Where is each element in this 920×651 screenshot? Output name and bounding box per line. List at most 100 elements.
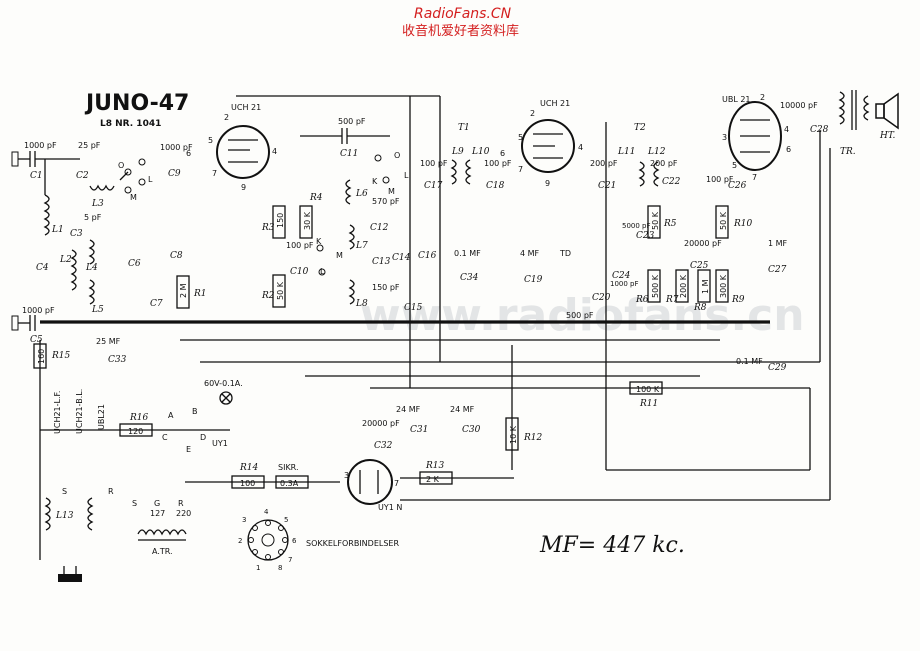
v1-pin-2: 2 <box>224 113 229 122</box>
resistor-r11 <box>629 381 663 395</box>
socket-pin-6: 6 <box>292 537 297 545</box>
l4-label: L4 <box>85 263 98 273</box>
site-header-cn: 收音机爱好者资料库 <box>402 23 519 39</box>
t1-label: T1 <box>458 123 470 133</box>
r9-label: R9 <box>731 295 745 305</box>
c15-label: C15 <box>404 303 423 313</box>
c27-label: C27 <box>768 265 787 275</box>
tube-v1 <box>216 125 270 179</box>
resistor-r8 <box>697 269 711 303</box>
v2-pin-9: 9 <box>545 179 550 188</box>
c27-value: 1 MF <box>768 239 788 248</box>
resistor-r9 <box>715 269 729 303</box>
coil-l6 <box>345 179 352 205</box>
r1-value: 2 M <box>179 283 188 298</box>
sw2-label-l: L <box>404 171 409 180</box>
v2-pin-2: 2 <box>530 109 535 118</box>
c26-label: C26 <box>728 181 747 191</box>
r7-label: R7 <box>665 295 679 305</box>
c1-value: 1000 pF <box>24 141 57 150</box>
l5-label: L5 <box>91 305 104 315</box>
c17-value: 100 pF <box>420 159 448 168</box>
v3-pin-2: 2 <box>760 93 765 102</box>
c28-label: C28 <box>810 125 829 135</box>
v2-pin-4: 4 <box>578 143 583 152</box>
coil-l5 <box>88 279 95 305</box>
supply-lines <box>39 95 831 560</box>
if-transformer-t1 <box>450 159 472 185</box>
fuse-label: SIKR. <box>278 463 299 472</box>
c21-label: C21 <box>598 181 616 191</box>
resistor-r1 <box>176 275 190 309</box>
c19-value: 4 MF <box>520 249 540 258</box>
c20-value: 500 pF <box>566 311 594 320</box>
coil-l1 <box>43 159 50 236</box>
l10-label: L10 <box>471 147 490 157</box>
v4-pin-3: 3 <box>344 471 349 480</box>
r8-value: 1 M <box>701 279 710 294</box>
r6-value: 500 K <box>651 274 660 298</box>
autotransformer <box>137 529 187 541</box>
c14-label: C14 <box>392 253 411 263</box>
c34-label: C34 <box>460 273 479 283</box>
c7-label: C7 <box>150 299 163 309</box>
r13-label: R13 <box>425 461 445 471</box>
r1-label: R1 <box>193 289 207 299</box>
coil-l13 <box>44 497 94 531</box>
r6-label: R6 <box>635 295 649 305</box>
socket-pin-8: 8 <box>278 564 282 572</box>
tube-v3-label: UBL 21 <box>722 95 751 104</box>
sw2-label-o: O <box>394 151 400 160</box>
l3-label: L3 <box>91 199 104 209</box>
speaker-icon <box>875 92 899 130</box>
c26-value: 100 pF <box>706 175 734 184</box>
sw3-label-m: M <box>336 251 343 260</box>
antenna-input <box>11 151 80 331</box>
atr-tap-g: G <box>154 499 160 508</box>
r16-value: 120 <box>128 427 143 436</box>
c17-label: C17 <box>424 181 443 191</box>
r14-label: R14 <box>239 463 259 473</box>
r11-label: R11 <box>639 399 658 409</box>
resistor-r15 <box>33 343 47 369</box>
c16-label: C16 <box>418 251 437 261</box>
resistor-r5 <box>647 205 661 239</box>
socket-pin-4: 4 <box>264 508 269 516</box>
site-header: RadioFans.CN <box>414 6 512 22</box>
r9-value: 300 K <box>719 274 728 298</box>
socket-pin-2: 2 <box>238 537 242 545</box>
c22-value: 200 pF <box>650 159 678 168</box>
heater-label-3: UBL21 <box>97 404 106 430</box>
c23-label: C23 <box>636 231 655 241</box>
c30-label: C30 <box>462 425 481 435</box>
resistor-r4 <box>299 205 313 239</box>
socket-label: SOKKELFORBINDELSER <box>306 539 399 548</box>
heater-label-1: UCH21-L.F. <box>53 391 62 434</box>
r2-label: R2 <box>261 291 275 301</box>
sw-label-b: B <box>192 407 198 416</box>
c32-value: 20000 pF <box>362 419 400 428</box>
c13-value: 150 pF <box>372 283 400 292</box>
r12-value: 10 K <box>509 425 518 444</box>
c9-value: 1000 pF <box>160 143 193 152</box>
speaker-label: HT. <box>879 131 896 141</box>
l13-label: L13 <box>55 511 74 521</box>
v1-pin-5: 5 <box>208 136 213 145</box>
resistor-r7 <box>675 269 689 303</box>
mf-note: MF= 447 kc. <box>539 533 685 558</box>
output-transformer <box>838 90 870 130</box>
v1-pin-9: 9 <box>241 183 246 192</box>
c33-value: 25 MF <box>96 337 121 346</box>
atr-label: A.TR. <box>152 547 173 556</box>
resistor-r12 <box>505 417 519 451</box>
v1-pin-4: 4 <box>272 147 277 156</box>
c12-value: 570 pF <box>372 197 400 206</box>
r10-value: 50 K <box>719 211 728 230</box>
r11-value: 100 K <box>636 385 660 394</box>
c33-label: C33 <box>108 355 127 365</box>
c2-label: C2 <box>76 171 89 181</box>
c11-label: C11 <box>340 149 358 159</box>
resistor-r10 <box>715 205 729 239</box>
